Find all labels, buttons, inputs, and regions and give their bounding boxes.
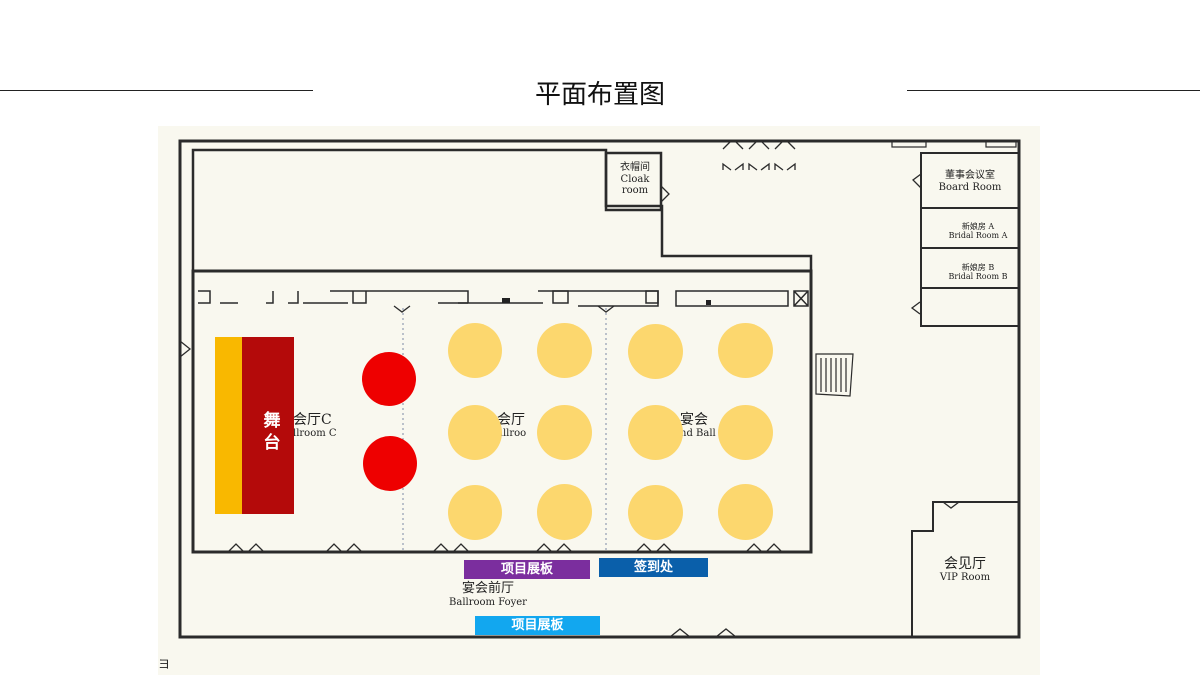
bridal-room-b-en: Bridal Room B: [948, 272, 1008, 282]
page-title: 平面布置图: [534, 80, 665, 110]
stage-label-1: 舞: [263, 411, 281, 431]
guest-table: [628, 485, 683, 540]
stage: [242, 337, 294, 514]
grand-ballroom-en: nd Ball: [680, 428, 716, 440]
foyer-label: 宴会前厅 Ballroom Foyer: [438, 581, 538, 608]
vip-room-zh: 会见厅: [944, 556, 986, 572]
cloak-room-en-1: Cloak: [620, 173, 650, 185]
title-rule-right: [907, 90, 1200, 91]
upper-hall-wall: [191, 148, 813, 273]
ballroom-c-zh: 会厅C: [293, 412, 332, 428]
stage-backdrop: [215, 337, 243, 514]
ballroom-b-zh: 会厅: [497, 412, 525, 428]
vip-room-en: VIP Room: [939, 572, 991, 584]
project-board-bottom: 项目展板: [475, 616, 600, 635]
foyer-en: Ballroom Foyer: [449, 596, 527, 608]
guest-table: [718, 323, 773, 378]
board-room-label: 董事会议室 Board Room: [924, 170, 1016, 193]
ballroom-c-label: 会厅C llroom C: [293, 412, 337, 440]
guest-table: [448, 485, 502, 540]
ballroom-b-en: allroo: [497, 428, 527, 440]
ballroom-b-label: 会厅 allroo: [497, 412, 526, 440]
board-room-en: Board Room: [938, 181, 1002, 193]
stage-label: 舞 台: [262, 410, 282, 454]
grand-ballroom-zh: 宴会: [680, 412, 708, 428]
foyer-zh: 宴会前厅: [461, 581, 514, 596]
guest-table: [718, 405, 773, 460]
bridal-room-b-zh: 新娘房 B: [961, 263, 995, 272]
checkin-desk: 签到处: [599, 558, 708, 577]
cloak-room-zh: 衣帽间: [620, 162, 650, 173]
corner-mark: ヨ: [158, 657, 171, 671]
floor-plan-walls: [178, 139, 1021, 639]
guest-table: [448, 323, 502, 378]
cloak-room-label: 衣帽间 Cloak room: [610, 162, 660, 197]
stage-label-2: 台: [263, 433, 281, 453]
bridal-rooms-wall: [920, 207, 1020, 327]
board-room-zh: 董事会议室: [945, 170, 995, 181]
title-rule-left: [0, 90, 313, 91]
bridal-room-b-label: 新娘房 B Bridal Room B: [938, 263, 1018, 281]
guest-table: [537, 405, 592, 460]
floor-plan: 衣帽间 Cloak room 董事会议室 Board Room 新娘房 A Br…: [158, 126, 1040, 675]
grand-ballroom-label: 宴会 nd Ball: [680, 412, 716, 440]
cloak-room-wall: [604, 151, 663, 212]
vip-table: [362, 352, 416, 406]
cloak-room-en-2: room: [621, 185, 649, 196]
project-board-top: 项目展板: [464, 560, 590, 579]
guest-table: [537, 484, 592, 540]
vip-table: [363, 436, 417, 491]
guest-table: [628, 405, 683, 460]
guest-table: [628, 324, 683, 379]
ballroom-c-en: llroom C: [293, 428, 337, 440]
bridal-room-a-zh: 新娘房 A: [961, 222, 995, 231]
ballroom-wall: [191, 269, 813, 554]
vip-room-label: 会见厅 VIP Room: [924, 556, 1006, 584]
bridal-room-a-en: Bridal Room A: [948, 231, 1008, 241]
guest-table: [718, 484, 773, 540]
bridal-room-a-label: 新娘房 A Bridal Room A: [938, 222, 1018, 240]
guest-table: [448, 405, 502, 460]
guest-table: [537, 323, 592, 378]
vip-room-wall: [911, 501, 1019, 637]
